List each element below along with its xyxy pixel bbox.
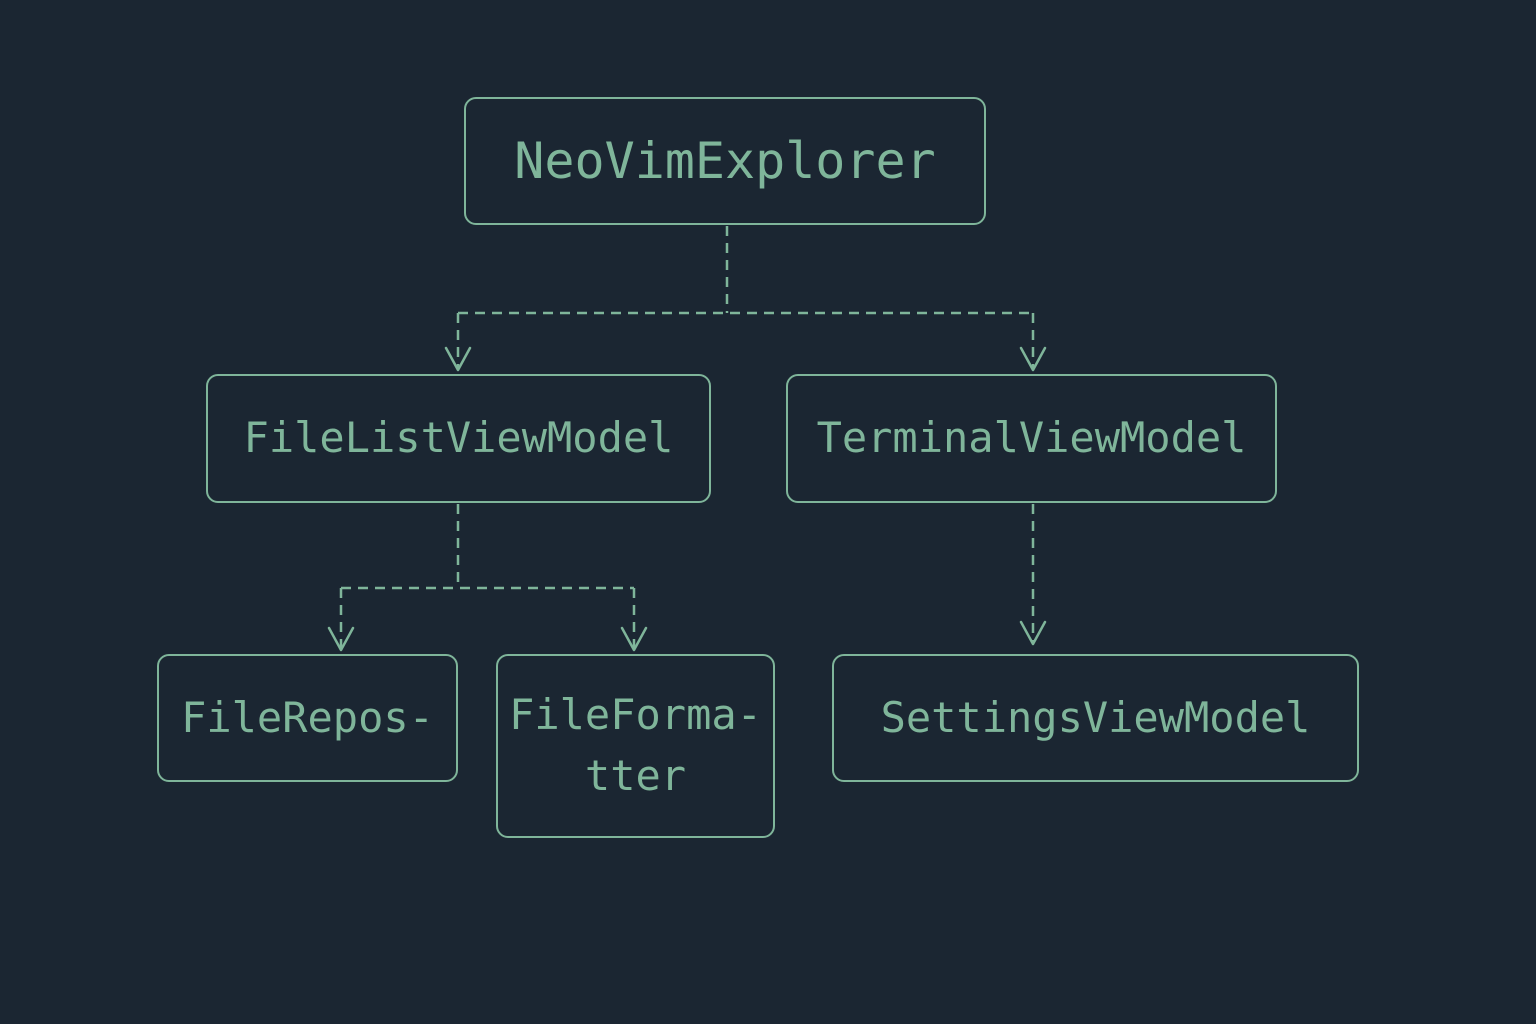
node-label: SettingsViewModel xyxy=(880,692,1311,742)
arrowhead-svm xyxy=(1019,620,1047,646)
node-label: FileForma- tter xyxy=(509,690,762,800)
node-label: NeoVimExplorer xyxy=(514,131,936,190)
arrowhead-repo xyxy=(327,626,355,652)
arrowhead-tvm xyxy=(1019,346,1047,372)
node-neovimexplorer: NeoVimExplorer xyxy=(464,97,986,225)
arrowhead-fmt xyxy=(620,626,648,652)
node-label: FileListViewModel xyxy=(243,413,674,463)
node-label: TerminalViewModel xyxy=(816,413,1247,463)
node-fileformatter: FileForma- tter xyxy=(496,654,775,838)
node-label: FileRepos- xyxy=(181,692,434,742)
arrowhead-flvm xyxy=(444,346,472,372)
node-terminalviewmodel: TerminalViewModel xyxy=(786,374,1277,503)
node-filelistviewmodel: FileListViewModel xyxy=(206,374,711,503)
node-filerepository: FileRepos- xyxy=(157,654,458,782)
node-settingsviewmodel: SettingsViewModel xyxy=(832,654,1359,782)
